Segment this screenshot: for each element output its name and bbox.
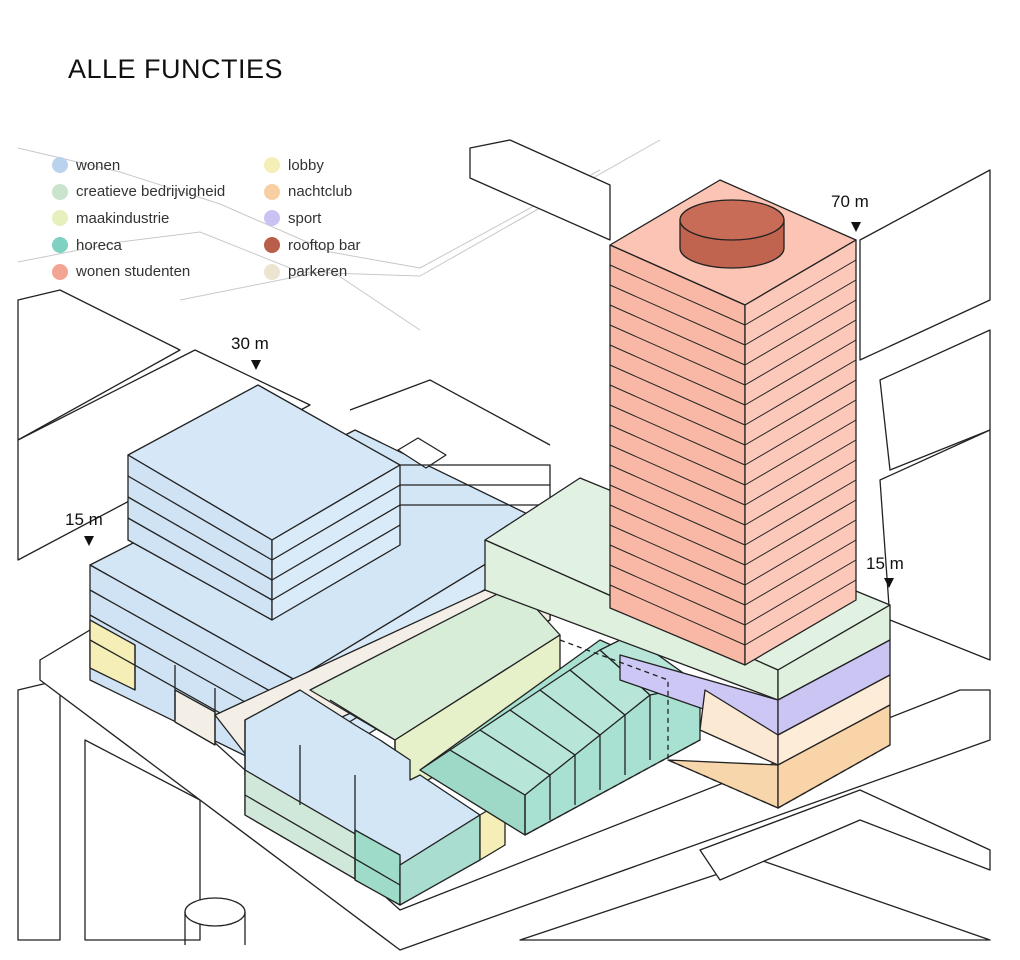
left-block-tower [127, 379, 551, 621]
legend-item: lobby [264, 152, 361, 179]
legend-item: wonen studenten [52, 258, 225, 285]
context-streets [17, 139, 661, 331]
legend-swatch-creatieve [52, 183, 68, 200]
legend-item: nachtclub [264, 179, 361, 206]
height-markers [84, 222, 894, 588]
rooftop-bar-cylinder [679, 199, 785, 269]
height-label-left-base: 15 m [65, 510, 103, 529]
legend-swatch-sport [264, 210, 280, 227]
legend-swatch-wonen [52, 157, 68, 174]
legend-swatch-nachtclub [264, 183, 280, 200]
diagram-title: ALLE FUNCTIES [68, 54, 284, 84]
legend-item: maakindustrie [52, 205, 225, 232]
legend-item: rooftop bar [264, 232, 361, 259]
front-left-block [244, 689, 506, 906]
legend-swatch-lobby [264, 157, 280, 174]
height-label-tower: 70 m [831, 192, 869, 211]
legend-swatch-rooftop [264, 237, 280, 254]
legend-item: sport [264, 205, 361, 232]
height-label-right-base: 15 m [866, 554, 904, 573]
legend-item: wonen [52, 152, 225, 179]
legend-item: creatieve bedrijvigheid [52, 179, 225, 206]
legend-swatch-parkeren [264, 263, 280, 280]
legend-item: parkeren [264, 258, 361, 285]
horeca-sawtooth [419, 634, 701, 836]
height-label-left-top: 30 m [231, 334, 269, 353]
legend-column-2: lobby nachtclub sport rooftop bar parker… [264, 152, 361, 285]
legend-swatch-horeca [52, 237, 68, 254]
legend-column-1: wonen creatieve bedrijvigheid maakindust… [52, 152, 225, 285]
legend-swatch-maakindustrie [52, 210, 68, 227]
legend-swatch-studenten [52, 263, 68, 280]
legend-item: horeca [52, 232, 225, 259]
